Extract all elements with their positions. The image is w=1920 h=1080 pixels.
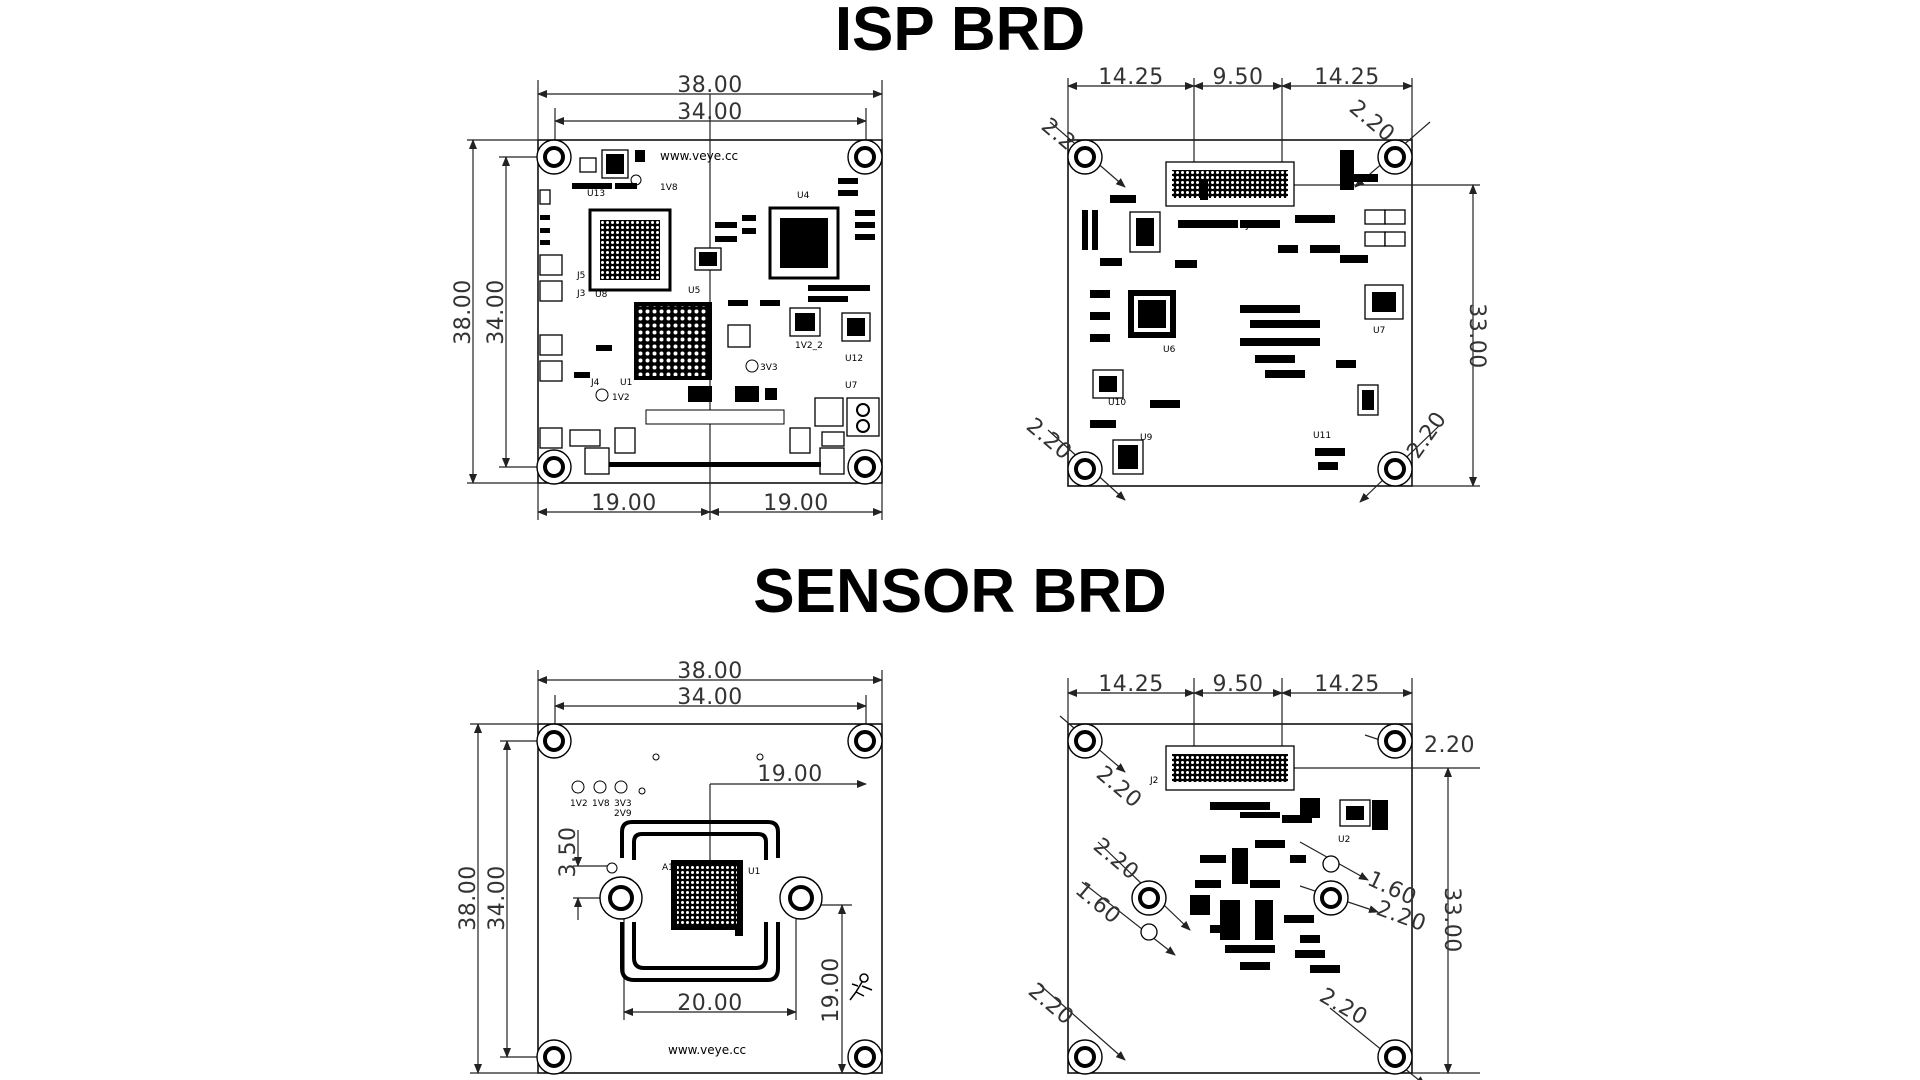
silk-u12: U12 xyxy=(845,354,863,364)
pin-header-row xyxy=(645,409,785,425)
dim-hole-mr: 2.20 xyxy=(1373,896,1429,937)
dim-seg3: 14.25 xyxy=(1314,672,1379,697)
mid-holes xyxy=(1131,855,1349,941)
dim-hole-tr: 2.20 xyxy=(1424,733,1475,758)
dim-hole-br: 2.20 xyxy=(1402,407,1452,463)
silk-u4: U4 xyxy=(797,191,810,201)
isp-front-view: 38.00 34.00 38.00 34.00 19.00 19.00 xyxy=(451,73,884,520)
mounting-hole xyxy=(1376,138,1414,176)
silk-j4: J4 xyxy=(590,378,600,388)
silk-1v8: 1V8 xyxy=(660,183,678,193)
dim-half-left: 19.00 xyxy=(591,491,656,516)
isp-back-dimensions: 14.25 9.50 14.25 33.00 2.20 2.20 2.20 2.… xyxy=(1021,65,1489,503)
website-label: www.veye.cc xyxy=(668,1043,746,1057)
isp-front-dimensions: 38.00 34.00 38.00 34.00 19.00 19.00 xyxy=(451,73,883,520)
silk-2v9: 2V9 xyxy=(614,809,632,819)
mounting-hole xyxy=(1376,450,1414,488)
silk-u10: U10 xyxy=(1108,398,1126,408)
isp-board-title: ISP BRD xyxy=(834,0,1086,64)
sensor-front-dimensions: 38.00 34.00 38.00 34.00 19.00 3.50 20. xyxy=(456,659,883,1074)
mounting-hole xyxy=(846,448,884,486)
image-sensor-u1: U1 A1 xyxy=(662,860,760,936)
lens-mount xyxy=(599,820,823,982)
silk-j3: J3 xyxy=(576,289,585,299)
silk-u13: U13 xyxy=(587,189,605,199)
mounting-hole xyxy=(535,448,573,486)
silk-u5: U5 xyxy=(688,286,700,296)
dim-height-inner: 34.00 xyxy=(484,279,509,344)
silk-j2: J2 xyxy=(1149,776,1158,786)
sensor-front-outline xyxy=(537,723,883,1074)
silk-3v3: 3V3 xyxy=(614,799,632,809)
sensor-board-title: SENSOR BRD xyxy=(753,557,1167,626)
mounting-hole xyxy=(535,138,573,176)
silk-u7: U7 xyxy=(845,381,857,391)
dim-width-outer: 38.00 xyxy=(677,659,742,684)
dim-seg1: 14.25 xyxy=(1098,672,1163,697)
mounting-hole xyxy=(535,1038,573,1076)
isp-front-components: www.veye.cc U13 1V8 U8 U4 U1 U5 3V3 1V2_… xyxy=(539,149,880,475)
dim-height: 33.00 xyxy=(1439,887,1464,952)
sensor-back-view: 14.25 9.50 14.25 33.00 2.20 2.20 2.20 1.… xyxy=(1023,672,1480,1080)
isp-back-outline xyxy=(1067,139,1413,487)
sensor-back-components: J2 U2 xyxy=(1149,745,1388,973)
dim-width-inner: 34.00 xyxy=(677,685,742,710)
dim-offset: 19.00 xyxy=(757,762,822,787)
silk-u1: U1 xyxy=(748,867,760,877)
silk-u6: U6 xyxy=(1163,345,1176,355)
dim-height-outer: 38.00 xyxy=(456,865,481,930)
dim-hole-br: 2.20 xyxy=(1315,984,1372,1031)
website-label: www.veye.cc xyxy=(660,149,738,163)
isp-back-components: J2 U6 U7 U10 U9 U11 xyxy=(1082,150,1406,475)
mounting-hole xyxy=(846,138,884,176)
mounting-hole xyxy=(846,1038,884,1076)
silk-1v2-2: 1V2_2 xyxy=(795,341,823,351)
sensor-front-view: 38.00 34.00 38.00 34.00 19.00 3.50 20. xyxy=(456,659,884,1076)
dim-height-inner: 34.00 xyxy=(485,865,510,930)
silk-3v3: 3V3 xyxy=(760,363,778,373)
dim-hole-offset: 3.50 xyxy=(556,827,581,878)
runner-icon xyxy=(849,973,873,1001)
mounting-hole xyxy=(1066,450,1104,488)
dim-width-outer: 38.00 xyxy=(677,73,742,98)
silk-u1: U1 xyxy=(620,378,632,388)
silk-u11: U11 xyxy=(1313,431,1331,441)
dim-seg2: 9.50 xyxy=(1213,672,1264,697)
sensor-back-dimensions: 14.25 9.50 14.25 33.00 2.20 2.20 2.20 1.… xyxy=(1023,672,1480,1080)
dim-half-right: 19.00 xyxy=(763,491,828,516)
dim-lens-width: 20.00 xyxy=(677,991,742,1016)
sensor-back-outline xyxy=(1067,723,1413,1074)
dim-hole-tl: 2.20 xyxy=(1091,761,1146,813)
mounting-hole xyxy=(1376,1038,1414,1076)
silk-u8: U8 xyxy=(595,290,608,300)
dim-hole-ml-small: 1.60 xyxy=(1070,877,1125,929)
mounting-hole xyxy=(1066,722,1104,760)
silk-1v8: 1V8 xyxy=(592,799,610,809)
dim-seg2: 9.50 xyxy=(1213,65,1264,90)
silk-1v2: 1V2 xyxy=(570,799,588,809)
mounting-hole xyxy=(535,722,573,760)
silk-a1: A1 xyxy=(662,863,674,873)
mounting-hole xyxy=(1066,1038,1104,1076)
dim-height-outer: 38.00 xyxy=(451,279,476,344)
dim-seg1: 14.25 xyxy=(1098,65,1163,90)
silk-u7: U7 xyxy=(1373,326,1385,336)
test-points: 1V2 1V8 3V3 2V9 xyxy=(570,753,764,874)
silk-j5: J5 xyxy=(576,271,585,281)
dim-hole-bl: 2.20 xyxy=(1023,978,1078,1030)
dim-height: 33.00 xyxy=(1464,303,1489,368)
silk-1v2: 1V2 xyxy=(612,393,630,403)
mounting-hole xyxy=(846,722,884,760)
isp-back-view: 14.25 9.50 14.25 33.00 2.20 2.20 2.20 2.… xyxy=(1021,65,1489,503)
silk-u2: U2 xyxy=(1338,835,1350,845)
mounting-hole xyxy=(1376,722,1414,760)
mounting-hole xyxy=(1066,138,1104,176)
dim-seg3: 14.25 xyxy=(1314,65,1379,90)
dim-lens-height: 19.00 xyxy=(819,957,844,1022)
silk-u9: U9 xyxy=(1140,433,1153,443)
